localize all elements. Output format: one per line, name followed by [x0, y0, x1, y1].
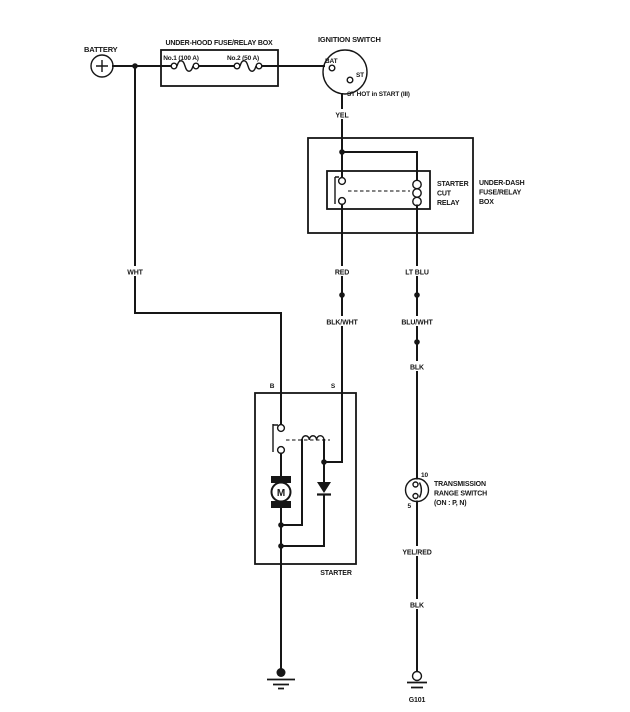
battery-label: BATTERY [84, 45, 118, 54]
wire-wht-run [134, 65, 282, 426]
connector-dot [414, 339, 420, 345]
trs-terminal-10-label: 10 [421, 472, 428, 479]
ignition-switch-title: IGNITION SWITCH [318, 35, 381, 44]
trs-blade [418, 482, 423, 498]
starter-motor-icon: M [270, 452, 292, 508]
starter-coil-icon [301, 435, 325, 441]
label-bg [404, 599, 430, 609]
label-bg [400, 266, 434, 276]
label-bg [321, 316, 363, 326]
transmission-range-switch-label: TRANSMISSION RANGE SWITCH (ON : P, N) [434, 481, 487, 507]
junction-dot [278, 522, 284, 528]
underdash-box-outline [307, 137, 474, 234]
starter-terminal-s-label: S [331, 383, 336, 390]
ignition-switch-circle [322, 49, 368, 95]
underdash-label-line1: UNDER-DASH [479, 180, 525, 187]
starter-solenoid-contact [272, 423, 286, 455]
fuse1-label: No.1 (100 A) [163, 55, 199, 62]
ignition-st-terminal-label: ST [356, 72, 364, 79]
relay-label-line2: CUT [437, 191, 452, 198]
starter-box-outline [254, 392, 357, 565]
motor-label: M [277, 488, 285, 499]
motor-brush-bottom [271, 501, 291, 508]
underdash-box-label: UNDER-DASH FUSE/RELAY BOX [479, 180, 525, 206]
starter-diode-icon [317, 461, 331, 547]
ignition-bat-terminal [328, 64, 336, 72]
starter-contact-top [276, 423, 286, 433]
wire-segment [341, 151, 418, 181]
trs-contact-bottom [412, 492, 419, 500]
wire-label-blk-lower: BLK [410, 603, 424, 610]
starter-contact-blade [272, 424, 278, 452]
underdash-label-line2: FUSE/RELAY [479, 190, 522, 197]
starter-cut-relay-symbol [326, 170, 431, 210]
ground-icon-g101: G101 [407, 670, 427, 704]
battery-symbol: BATTERY [84, 45, 118, 78]
label-bg [330, 109, 354, 119]
motor-brush-top [271, 476, 291, 483]
label-bg [396, 546, 438, 556]
ignition-st-terminal [346, 76, 354, 84]
starter-contact-bottom [276, 445, 286, 455]
trs-terminal-5-label: 5 [408, 503, 412, 510]
relay-contact-bottom [337, 196, 347, 206]
fuse-2-icon [233, 60, 263, 72]
ignition-bat-terminal-label: BAT [325, 58, 338, 65]
wire-label-yel-red: YEL/RED [402, 550, 431, 557]
g101-label: G101 [409, 697, 426, 704]
label-bg [328, 266, 356, 276]
st-hot-note: ST HOT in START (III) [347, 91, 410, 98]
starter-coil-leads [301, 439, 325, 526]
wire-label-blk-wht: BLK/WHT [326, 320, 358, 327]
label-bg [396, 316, 438, 326]
connector-dot [414, 292, 420, 298]
relay-contact-top [337, 176, 347, 186]
label-bg [121, 266, 149, 276]
wire-label-wht: WHT [127, 270, 143, 277]
trs-contact-top [412, 481, 419, 488]
starter-terminal-b-label: B [270, 383, 275, 390]
fuse-1-icon [170, 60, 200, 72]
junction-dot [278, 543, 284, 549]
underhood-box-outline [160, 49, 279, 87]
underhood-fuse-relay-box: UNDER-HOOD FUSE/RELAY BOX No.1 (100 A) N… [160, 40, 325, 87]
ignition-switch-symbol: IGNITION SWITCH BAT ST [318, 35, 381, 95]
fuse2-label: No.2 (50 A) [227, 55, 259, 62]
wire-label-lt-blu: LT BLU [405, 270, 429, 277]
starter-label: STARTER [320, 570, 352, 577]
battery-plus-icon [96, 60, 108, 72]
trs-label-line1: TRANSMISSION [434, 481, 486, 488]
relay-contact-blade [334, 176, 339, 204]
trs-label-line2: RANGE SWITCH [434, 491, 487, 498]
relay-coil-icon [412, 179, 422, 207]
ground-icon-left [267, 668, 295, 690]
relay-label: STARTER CUT RELAY [437, 181, 469, 207]
wire-label-blk-upper: BLK [410, 365, 424, 372]
underdash-fuse-relay-box: STARTER CUT RELAY [307, 137, 474, 234]
label-bg [404, 361, 430, 371]
underhood-box-title: UNDER-HOOD FUSE/RELAY BOX [165, 40, 273, 47]
wire-label-yel: YEL [335, 113, 349, 120]
connector-dot [339, 292, 345, 298]
relay-outline [326, 170, 431, 210]
relay-label-line1: STARTER [437, 181, 469, 188]
trs-label-line3: (ON : P, N) [434, 500, 466, 507]
relay-label-line3: RELAY [437, 200, 460, 207]
underdash-label-line3: BOX [479, 199, 494, 206]
wire-label-red: RED [335, 270, 349, 277]
starter-assembly: M [254, 392, 357, 670]
wire-label-blu-wht: BLU/WHT [401, 320, 433, 327]
